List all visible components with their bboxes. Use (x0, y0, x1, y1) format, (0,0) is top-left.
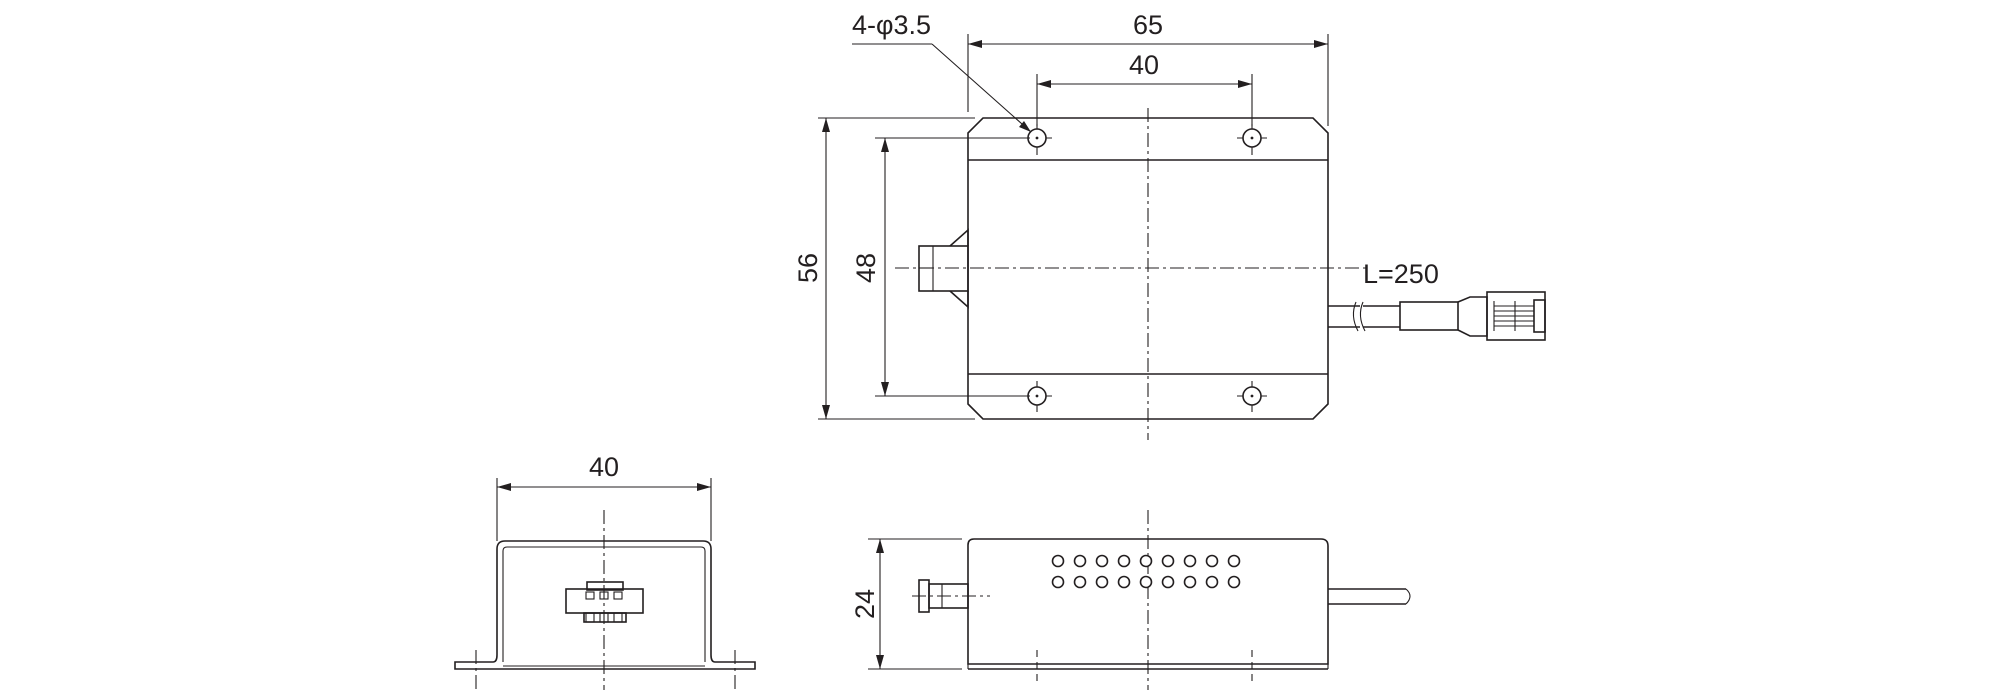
top-view: 65 40 4-φ3.5 56 (793, 10, 1546, 440)
mounting-hole (1237, 124, 1267, 155)
dim-top-height (818, 117, 975, 420)
hole-callout-label: 4-φ3.5 (852, 10, 931, 40)
mounting-hole (1237, 381, 1267, 412)
end-view-bracket (454, 540, 756, 670)
dim-side-height (868, 538, 962, 670)
dim-label-48: 48 (851, 253, 881, 283)
end-view: 40 (454, 452, 756, 690)
side-view-connector (912, 579, 990, 613)
dim-label-40-top: 40 (1129, 50, 1159, 80)
ventilation-holes (1051, 554, 1241, 589)
side-connector (918, 228, 969, 309)
dim-label-65: 65 (1133, 10, 1163, 40)
cable-sleeve (1399, 301, 1459, 331)
cable-length-label: L=250 (1363, 259, 1439, 289)
side-view-cable (1328, 588, 1411, 605)
end-view-connector (565, 581, 644, 623)
dim-end-width (496, 478, 712, 541)
hole-callout-leader (852, 43, 1032, 133)
dim-label-24: 24 (850, 589, 880, 619)
dim-hole-pitch (1036, 74, 1253, 126)
side-view: 24 (850, 510, 1411, 690)
dim-top-width (967, 34, 1329, 126)
top-view-body (967, 117, 1329, 420)
dim-label-40-end: 40 (589, 452, 619, 482)
dim-hole-pitch-vertical (875, 137, 1030, 397)
cable-assembly (1328, 291, 1546, 341)
dim-label-56: 56 (793, 253, 823, 283)
